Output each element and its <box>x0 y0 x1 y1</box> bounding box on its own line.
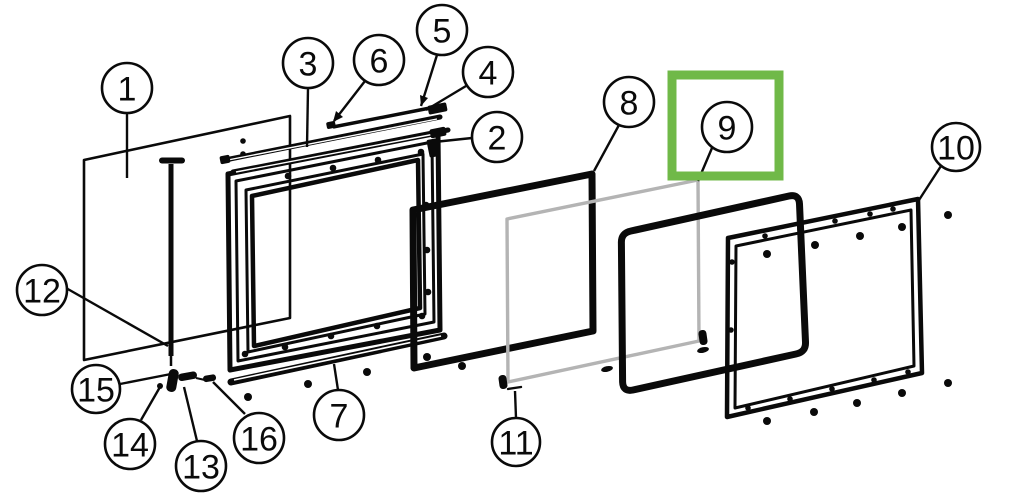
leader-tick-11 <box>506 385 523 391</box>
leader-line-12 <box>65 286 169 348</box>
callout-balloon-10 <box>930 121 982 173</box>
callout-6: 6 <box>333 33 406 122</box>
callout-5: 5 <box>415 3 469 107</box>
leader-line-7 <box>332 363 340 391</box>
callout-balloon-9 <box>700 100 754 154</box>
callout-2: 2 <box>433 110 524 164</box>
seal-frame <box>617 192 810 394</box>
retainer-rod <box>159 157 185 366</box>
callout-number-16: 16 <box>240 421 278 459</box>
callout-balloon-14 <box>103 417 157 471</box>
callout-balloon-11 <box>490 416 542 468</box>
callout-16: 16 <box>212 381 286 465</box>
callout-balloon-2 <box>470 110 524 164</box>
callout-13: 13 <box>174 386 228 493</box>
callout-balloon-7 <box>312 388 366 442</box>
callout-number-9: 9 <box>718 110 737 148</box>
leader-arrowhead-5 <box>420 95 428 106</box>
callout-number-5: 5 <box>433 13 452 51</box>
frame-screw-dots <box>241 148 466 401</box>
hardware-cluster <box>157 369 217 392</box>
leader-arrowhead-6 <box>333 111 343 122</box>
callout-balloon-4 <box>461 45 515 99</box>
callout-number-1: 1 <box>118 71 137 109</box>
callout-number-13: 13 <box>182 449 220 487</box>
callout-balloon-13 <box>174 439 228 493</box>
callout-number-14: 14 <box>111 427 149 465</box>
leader-line-4 <box>425 84 467 112</box>
bottom-rail <box>227 332 448 386</box>
callout-number-3: 3 <box>299 46 318 84</box>
callout-number-6: 6 <box>370 43 389 81</box>
callout-1: 1 <box>100 61 154 178</box>
gasket-panel <box>409 170 597 372</box>
callout-10: 10 <box>917 121 982 201</box>
callout-number-10: 10 <box>937 130 975 168</box>
callout-balloon-16 <box>232 411 286 465</box>
leader-line-10 <box>917 165 943 201</box>
leader-line-2 <box>433 136 473 144</box>
leader-line-13 <box>182 386 199 442</box>
callout-number-7: 7 <box>330 398 349 436</box>
callout-7: 7 <box>312 363 366 442</box>
callout-8: 8 <box>592 75 656 172</box>
callout-3: 3 <box>281 36 335 148</box>
callout-balloon-3 <box>281 36 335 90</box>
callout-9: 9 <box>696 100 754 182</box>
leader-line-3 <box>305 87 310 148</box>
callout-balloon-6 <box>352 33 406 87</box>
leader-line-16 <box>212 381 246 415</box>
callout-number-4: 4 <box>479 55 498 93</box>
callout-number-8: 8 <box>620 85 639 123</box>
callout-number-12: 12 <box>23 273 61 311</box>
glass-clips <box>498 329 709 390</box>
callout-balloon-8 <box>602 75 656 129</box>
callout-number-11: 11 <box>498 425 533 463</box>
callout-balloon-5 <box>415 3 469 57</box>
callout-number-2: 2 <box>488 120 507 158</box>
callout-balloon-15 <box>70 363 122 415</box>
callout-15: 15 <box>70 363 172 415</box>
leader-line-15 <box>119 372 172 386</box>
callout-14: 14 <box>103 386 162 471</box>
top-rail-strips <box>219 102 451 175</box>
callout-number-15: 15 <box>77 372 115 410</box>
glass-pane <box>498 178 709 390</box>
callout-11: 11 <box>490 385 542 468</box>
leader-line-11 <box>513 390 518 419</box>
callout-balloon-1 <box>100 61 154 115</box>
callout-12: 12 <box>15 263 169 348</box>
callout-balloon-12 <box>15 263 69 317</box>
callout-4: 4 <box>425 45 515 112</box>
mounting-frame <box>724 196 925 420</box>
leader-line-14 <box>139 386 162 421</box>
leader-line-8 <box>592 124 621 172</box>
highlight-box <box>667 70 784 181</box>
